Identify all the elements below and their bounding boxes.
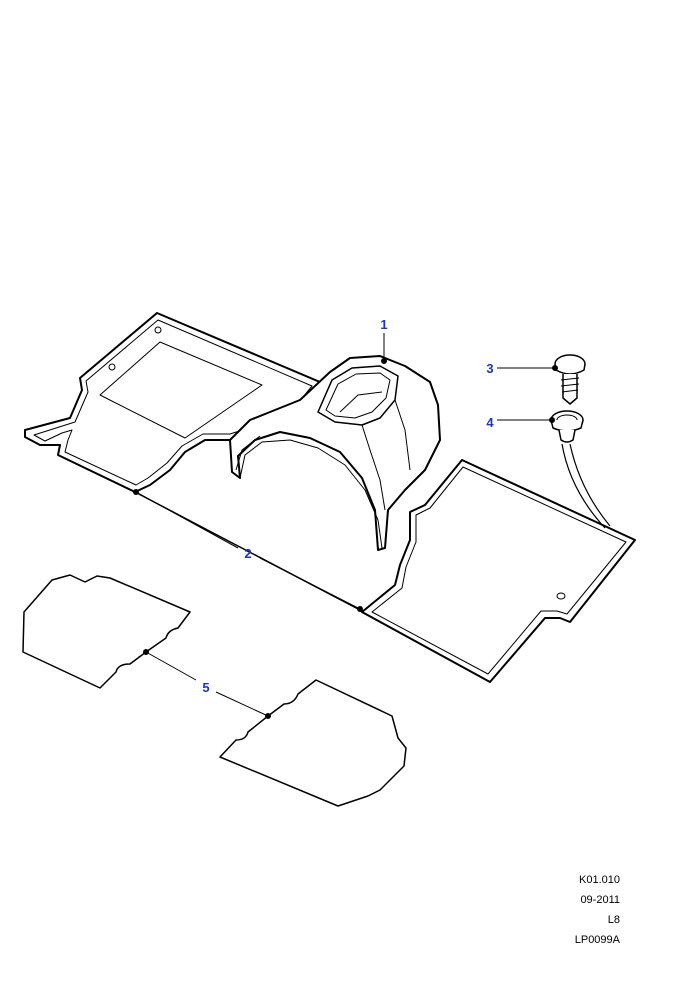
fastener-leader-a [561,443,606,529]
reference-illustration-id: LP0099A [574,934,620,946]
insulation-pad-right[interactable] [219,679,407,807]
callout-4: 4 [486,415,494,430]
leader-lines [133,333,558,719]
fastener-retainer[interactable] [550,410,584,443]
push-fastener[interactable] [554,354,586,405]
callout-3: 3 [486,361,493,376]
reference-model: L8 [607,914,620,926]
console-shroud[interactable] [229,355,441,551]
reference-date: 09-2011 [580,894,620,906]
insulation-pad-left[interactable] [22,574,191,689]
fastener-leader-b [569,443,611,527]
callout-5: 5 [202,680,209,695]
floor-mat[interactable] [24,312,636,683]
callout-1: 1 [380,317,387,332]
reference-code: K01.010 [579,874,620,886]
callout-2: 2 [244,546,251,561]
